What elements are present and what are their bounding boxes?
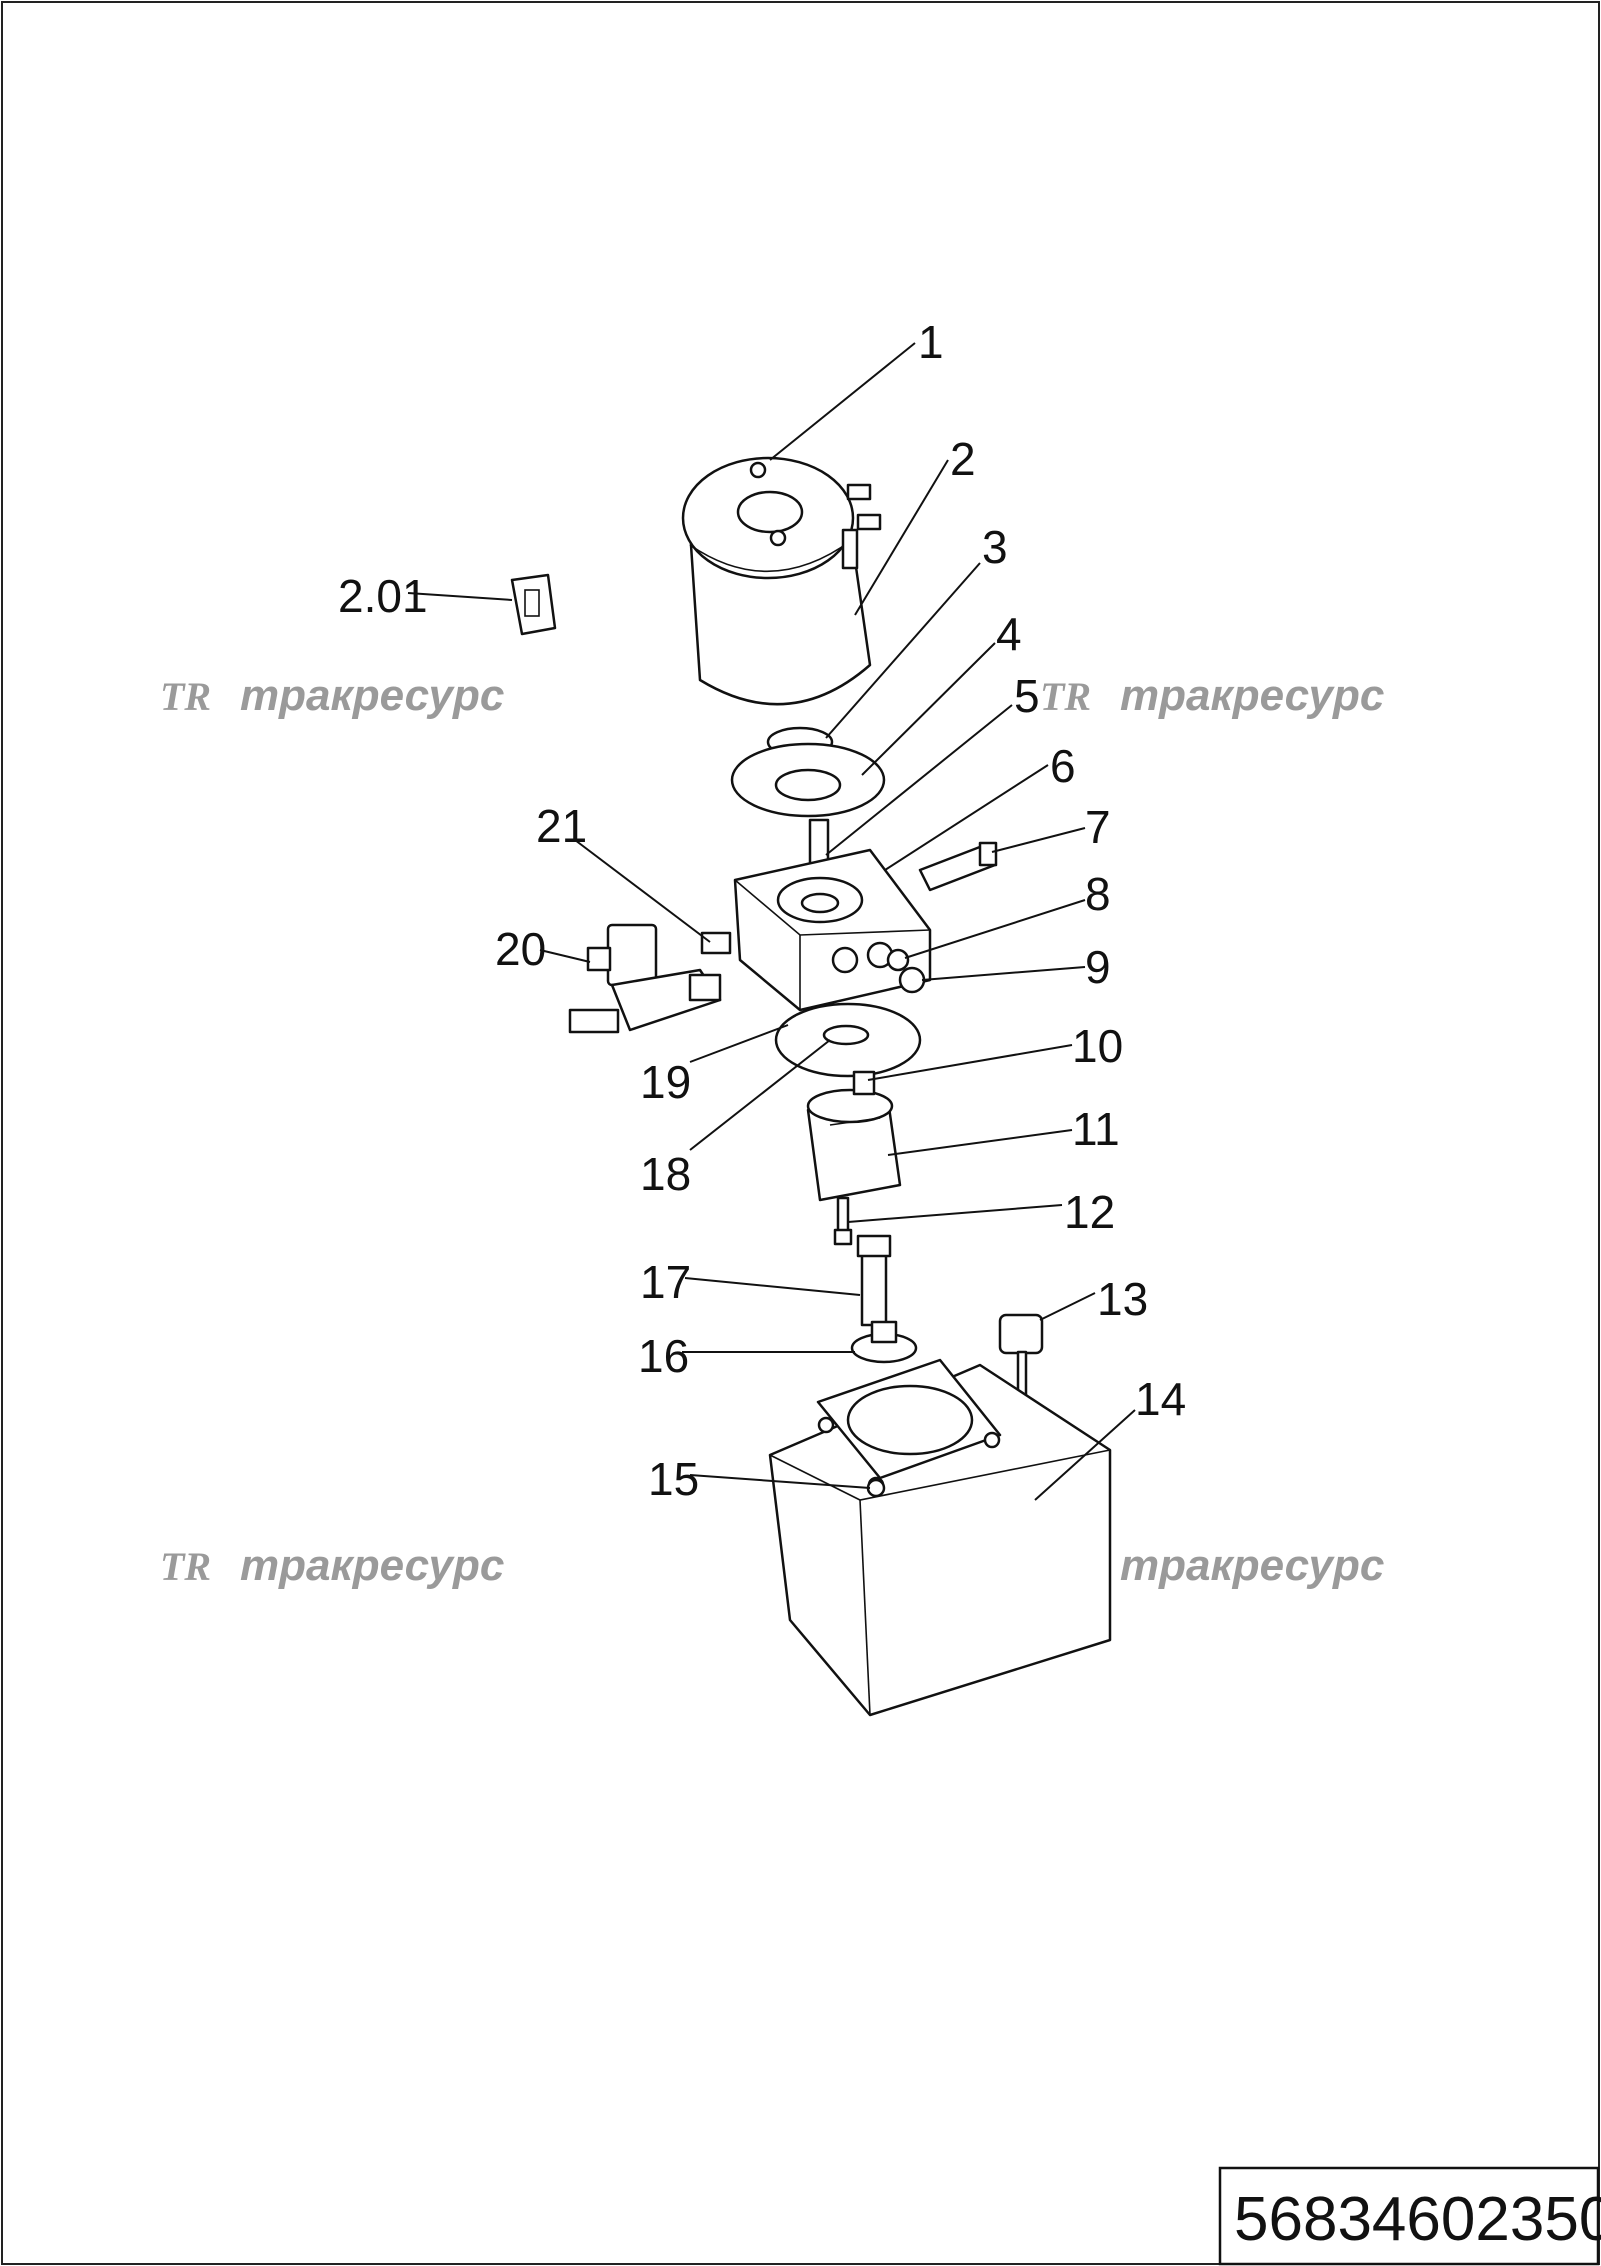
- callout-label: 18: [640, 1148, 691, 1200]
- suction-pipe: [833, 1196, 853, 1246]
- callout-17: 17: [640, 1256, 861, 1308]
- callout-18: 18: [640, 1039, 831, 1200]
- watermark-text: тракресурс: [240, 1541, 504, 1590]
- callout-19: 19: [640, 1024, 789, 1108]
- callout-8: 8: [904, 868, 1111, 959]
- suction-filter: [856, 1234, 892, 1327]
- callout-13: 13: [1039, 1273, 1148, 1325]
- watermark-text: тракресурс: [1120, 1541, 1384, 1590]
- callout-label: 1: [918, 316, 944, 368]
- oil-tank: [768, 1358, 1112, 1717]
- callout-9: 9: [921, 941, 1111, 993]
- callout-15: 14 15: [648, 1453, 871, 1505]
- callout-2: 2: [854, 433, 976, 616]
- document-number-box: 568346023501: [1218, 2166, 1601, 2266]
- electric-motor: [681, 456, 882, 706]
- callout-label: 7: [1085, 801, 1111, 853]
- cartridge-valve: [918, 841, 998, 892]
- callout-11: 11: [887, 1103, 1120, 1156]
- callout-2-01: 2.01: [338, 570, 513, 622]
- callout-label: 16: [638, 1330, 689, 1382]
- callout-label: 21: [536, 800, 587, 852]
- fitting-part: [898, 966, 926, 994]
- callout-label: 2: [950, 433, 976, 485]
- callout-4: 4: [861, 608, 1022, 776]
- callout-label: 13: [1097, 1273, 1148, 1325]
- callout-21: 21: [536, 800, 711, 943]
- nut-washer: [850, 1320, 918, 1364]
- callout-label: 14: [1135, 1373, 1186, 1425]
- watermark-logo: TR: [1040, 674, 1091, 719]
- callout-label: 8: [1085, 868, 1111, 920]
- threaded-connector: [700, 931, 732, 955]
- seal-small: [822, 1024, 870, 1046]
- callout-label: 2.01: [338, 570, 428, 622]
- callout-label: 15: [648, 1453, 699, 1505]
- callout-3: 3: [825, 521, 1008, 739]
- callout-14: 14: [1034, 1373, 1186, 1501]
- valve-body-block: [733, 848, 932, 1012]
- callout-5: 5: [825, 670, 1040, 856]
- callout-20: 20: [495, 923, 591, 975]
- hydraulic-pump: [806, 1070, 902, 1202]
- callout-label: 5: [1014, 670, 1040, 722]
- flange-gasket: [730, 742, 886, 818]
- callout-label: 20: [495, 923, 546, 975]
- callout-10: 10: [867, 1020, 1123, 1081]
- watermark-top-right: TR тракресурс: [1040, 671, 1384, 720]
- mounting-nut: [866, 1478, 886, 1498]
- document-number: 568346023501: [1234, 2185, 1601, 2254]
- solenoid-valve: [568, 923, 722, 1034]
- callout-label: 12: [1064, 1186, 1115, 1238]
- watermark-top-left: TR тракресурс: [160, 671, 504, 720]
- callout-6: 6: [884, 740, 1076, 871]
- callout-label: 4: [996, 608, 1022, 660]
- plug-part: [886, 948, 910, 972]
- clip-part: [510, 573, 557, 636]
- callout-label: 9: [1085, 941, 1111, 993]
- callout-label: 6: [1050, 740, 1076, 792]
- callout-label: 3: [982, 521, 1008, 573]
- callout-label: 19: [640, 1056, 691, 1108]
- watermark-logo: TR: [160, 1544, 211, 1589]
- callout-16: 16: [638, 1330, 855, 1382]
- watermark-text: тракресурс: [1120, 671, 1384, 720]
- callout-label: 10: [1072, 1020, 1123, 1072]
- callout-1: 1: [769, 316, 944, 461]
- callout-12: 12: [847, 1186, 1115, 1238]
- callout-7: 7: [991, 801, 1111, 853]
- watermark-logo: TR: [160, 674, 211, 719]
- watermark-text: тракресурс: [240, 671, 504, 720]
- callout-label: 17: [640, 1256, 691, 1308]
- watermark-bottom-left: TR тракресурс: [160, 1541, 504, 1590]
- callout-label: 11: [1072, 1103, 1120, 1155]
